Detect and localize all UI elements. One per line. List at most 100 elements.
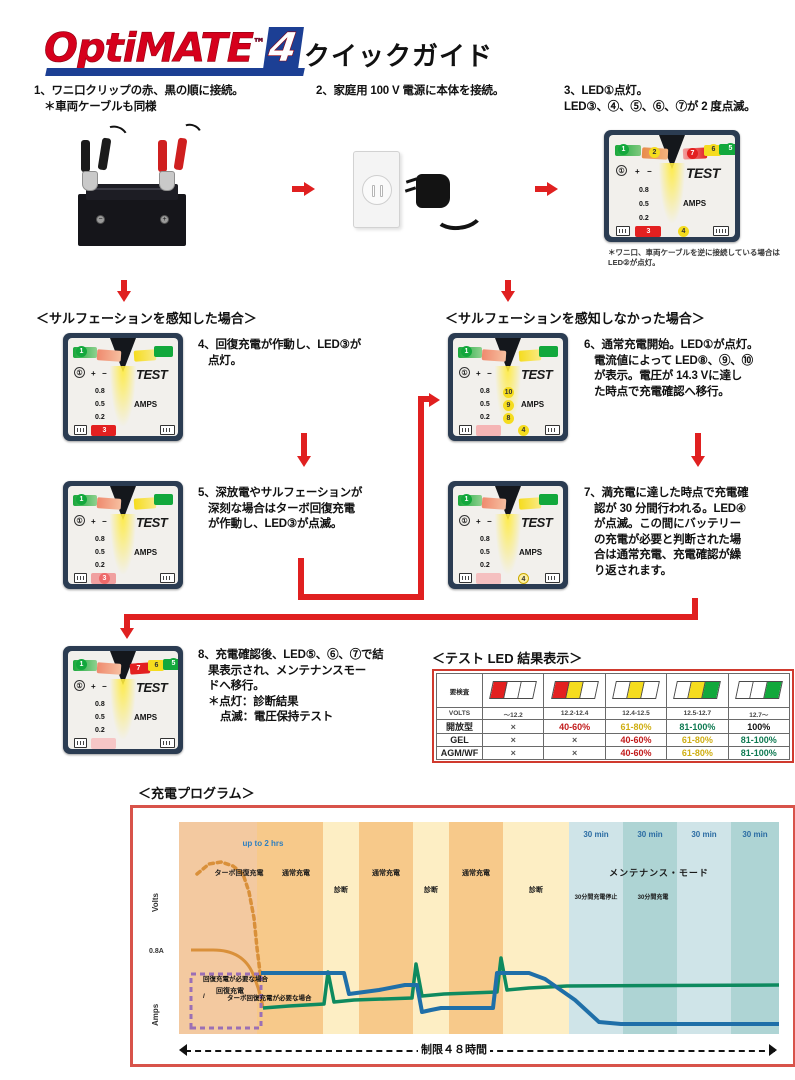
clip-red-handle-2 bbox=[173, 137, 188, 171]
gel-cell-3: 40-60% bbox=[604, 733, 668, 747]
gauge-cell-5 bbox=[727, 673, 791, 708]
device-amps-label: AMPS bbox=[134, 400, 158, 409]
agm-cell-2: × bbox=[543, 746, 606, 760]
led-indicator-10: 10 bbox=[503, 387, 514, 398]
led-bar-7 bbox=[518, 349, 542, 362]
row-label-volts: VOLTS bbox=[436, 707, 483, 720]
led-indicator-1: 1 bbox=[618, 144, 629, 155]
gauge-cell-2 bbox=[543, 673, 606, 708]
gel-cell-1: × bbox=[481, 733, 545, 747]
led-indicator-5: 5 bbox=[725, 143, 735, 154]
table-row-gauges: 要検査 bbox=[436, 673, 791, 708]
brand-tm: ™ bbox=[253, 36, 266, 51]
amps-tick-08: 0.8 bbox=[95, 701, 105, 708]
page-title: クイックガイド bbox=[304, 41, 494, 71]
polarity-plus: + bbox=[91, 369, 96, 378]
band-label-diagnose-3: 診断 bbox=[529, 886, 543, 894]
amps-tick-05: 0.5 bbox=[95, 401, 105, 408]
clip-black-handle-1 bbox=[81, 140, 90, 172]
device-face: 1 ① + − TEST 0.8 0.5 0.2 10 9 8 AMPS 4 bbox=[453, 338, 563, 436]
gauge-icon-1 bbox=[489, 680, 538, 699]
band-label-turbo: ターボ回復充電 bbox=[214, 869, 264, 877]
amps-tick-08: 0.8 bbox=[95, 536, 105, 543]
duration-label: 制限４８時間 bbox=[418, 1041, 490, 1057]
dashed-box-annotation bbox=[189, 972, 263, 1030]
device-glow bbox=[659, 163, 685, 223]
clip-black-jaw bbox=[82, 171, 98, 191]
polarity-minus: − bbox=[487, 517, 492, 526]
polarity-minus: − bbox=[102, 682, 107, 691]
device-panel-step3: 1 2 7 6 5 ① + − TEST 0.8 0.5 0.2 AMPS 3 … bbox=[604, 130, 740, 242]
agm-cell-5: 81-100% bbox=[727, 746, 791, 760]
guide-sheet: OptiMATE™4 クイックガイド 1、ワニ口クリップの赤、黒の順に接続。 ＊… bbox=[8, 8, 795, 1072]
battery-positive-terminal: + bbox=[160, 215, 169, 224]
led-result-table-grid: 要検査 VOLTS ～12.2 1 bbox=[436, 673, 791, 760]
note-slash: / bbox=[203, 992, 205, 1000]
volts-cell-1: ～12.2 bbox=[481, 707, 545, 720]
led-indicator-1: 1 bbox=[76, 346, 87, 357]
table-row-gel: GEL × × 40-60% 61-80% 81-100% bbox=[436, 733, 791, 747]
led-indicator-5: 5 bbox=[168, 658, 178, 669]
gel-cell-4: 61-80% bbox=[666, 733, 729, 747]
device-test-label: TEST bbox=[521, 367, 553, 382]
section-sulfation-detected: ＜サルフェーションを感知した場合＞ bbox=[36, 311, 257, 326]
band-label-normal-3: 通常充電 bbox=[462, 869, 490, 877]
y-tick-08a: 0.8A bbox=[149, 948, 164, 955]
led-indicator-1: 1 bbox=[76, 659, 87, 670]
polarity-plus: + bbox=[91, 682, 96, 691]
y-axis-label-amps: Amps bbox=[151, 1003, 160, 1026]
flooded-cell-1: × bbox=[481, 719, 545, 734]
led-indicator-4: 4 bbox=[518, 425, 529, 436]
brand-wordmark: OptiMATE™4 bbox=[44, 22, 344, 72]
polarity-minus: − bbox=[487, 369, 492, 378]
led-bar-7 bbox=[518, 497, 542, 510]
led-bar-5 bbox=[539, 494, 558, 505]
led-indicator-1: 1 bbox=[461, 346, 472, 357]
led-indicator-1: 1 bbox=[461, 494, 472, 505]
table-row-flooded: 開放型 × 40-60% 61-80% 81-100% 100% bbox=[436, 719, 791, 734]
led-bar-3 bbox=[476, 573, 501, 584]
device-panel-step4: 1 ① + − TEST 0.8 0.5 0.2 AMPS 3 bbox=[63, 333, 183, 441]
led-indicator-3: 3 bbox=[99, 425, 110, 436]
brand-underline-bar bbox=[45, 68, 305, 76]
polarity-plus: + bbox=[635, 167, 640, 176]
band-maint-4 bbox=[731, 822, 779, 1034]
device-glow bbox=[495, 514, 521, 574]
band-normal-1 bbox=[257, 822, 323, 1034]
outlet-face-circle bbox=[361, 174, 392, 205]
outlet-slot-left bbox=[371, 184, 375, 197]
step-4-text: 4、回復充電が作動し、LED③が 点灯。 bbox=[198, 339, 362, 367]
device-panel-step5: 1 ① + − TEST 0.8 0.5 0.2 AMPS 3 bbox=[63, 481, 183, 589]
battery-body bbox=[78, 194, 186, 246]
led-indicator-0: ① bbox=[616, 165, 627, 176]
device-glow bbox=[110, 679, 136, 739]
led-bar-2 bbox=[481, 497, 507, 510]
note-need-recover: 回復充電が必要な場合 bbox=[203, 975, 268, 983]
device-glow bbox=[110, 514, 136, 574]
polarity-plus: + bbox=[476, 369, 481, 378]
y-axis-label-volts: Volts bbox=[151, 893, 160, 912]
device-amps-label: AMPS bbox=[519, 548, 543, 557]
brand-name: OptiMATE bbox=[44, 25, 255, 72]
flooded-cell-3: 61-80% bbox=[604, 719, 668, 734]
label-up-to-2hrs: up to 2 hrs bbox=[242, 838, 284, 848]
row-label-gel: GEL bbox=[436, 733, 483, 747]
battery-icon-left bbox=[74, 738, 87, 748]
led-indicator-6: 6 bbox=[708, 144, 719, 155]
led-bar-5 bbox=[154, 346, 173, 357]
battery-icon-right bbox=[545, 425, 560, 435]
gauge-icon-5 bbox=[734, 680, 783, 699]
band-label-recover: 回復充電 bbox=[216, 988, 244, 996]
outlet-slot-right bbox=[379, 184, 383, 197]
band-maint-2 bbox=[623, 822, 677, 1034]
chart-plot-area: 回復充電 ターボ回復充電 up to 2 hrs 通常充電 診断 通常充電 診断… bbox=[179, 822, 779, 1034]
band-label-diagnose-2: 診断 bbox=[424, 886, 438, 894]
volts-cell-3: 12.4-12.5 bbox=[604, 707, 668, 720]
polarity-minus: − bbox=[102, 517, 107, 526]
led-bar-2 bbox=[481, 349, 507, 362]
led-indicator-6: 6 bbox=[151, 660, 162, 671]
step-2-text: 2、家庭用 100 V 電源に本体を接続。 bbox=[316, 85, 505, 97]
battery-icon-right bbox=[160, 425, 175, 435]
min-label-2: 30 min bbox=[637, 830, 663, 840]
